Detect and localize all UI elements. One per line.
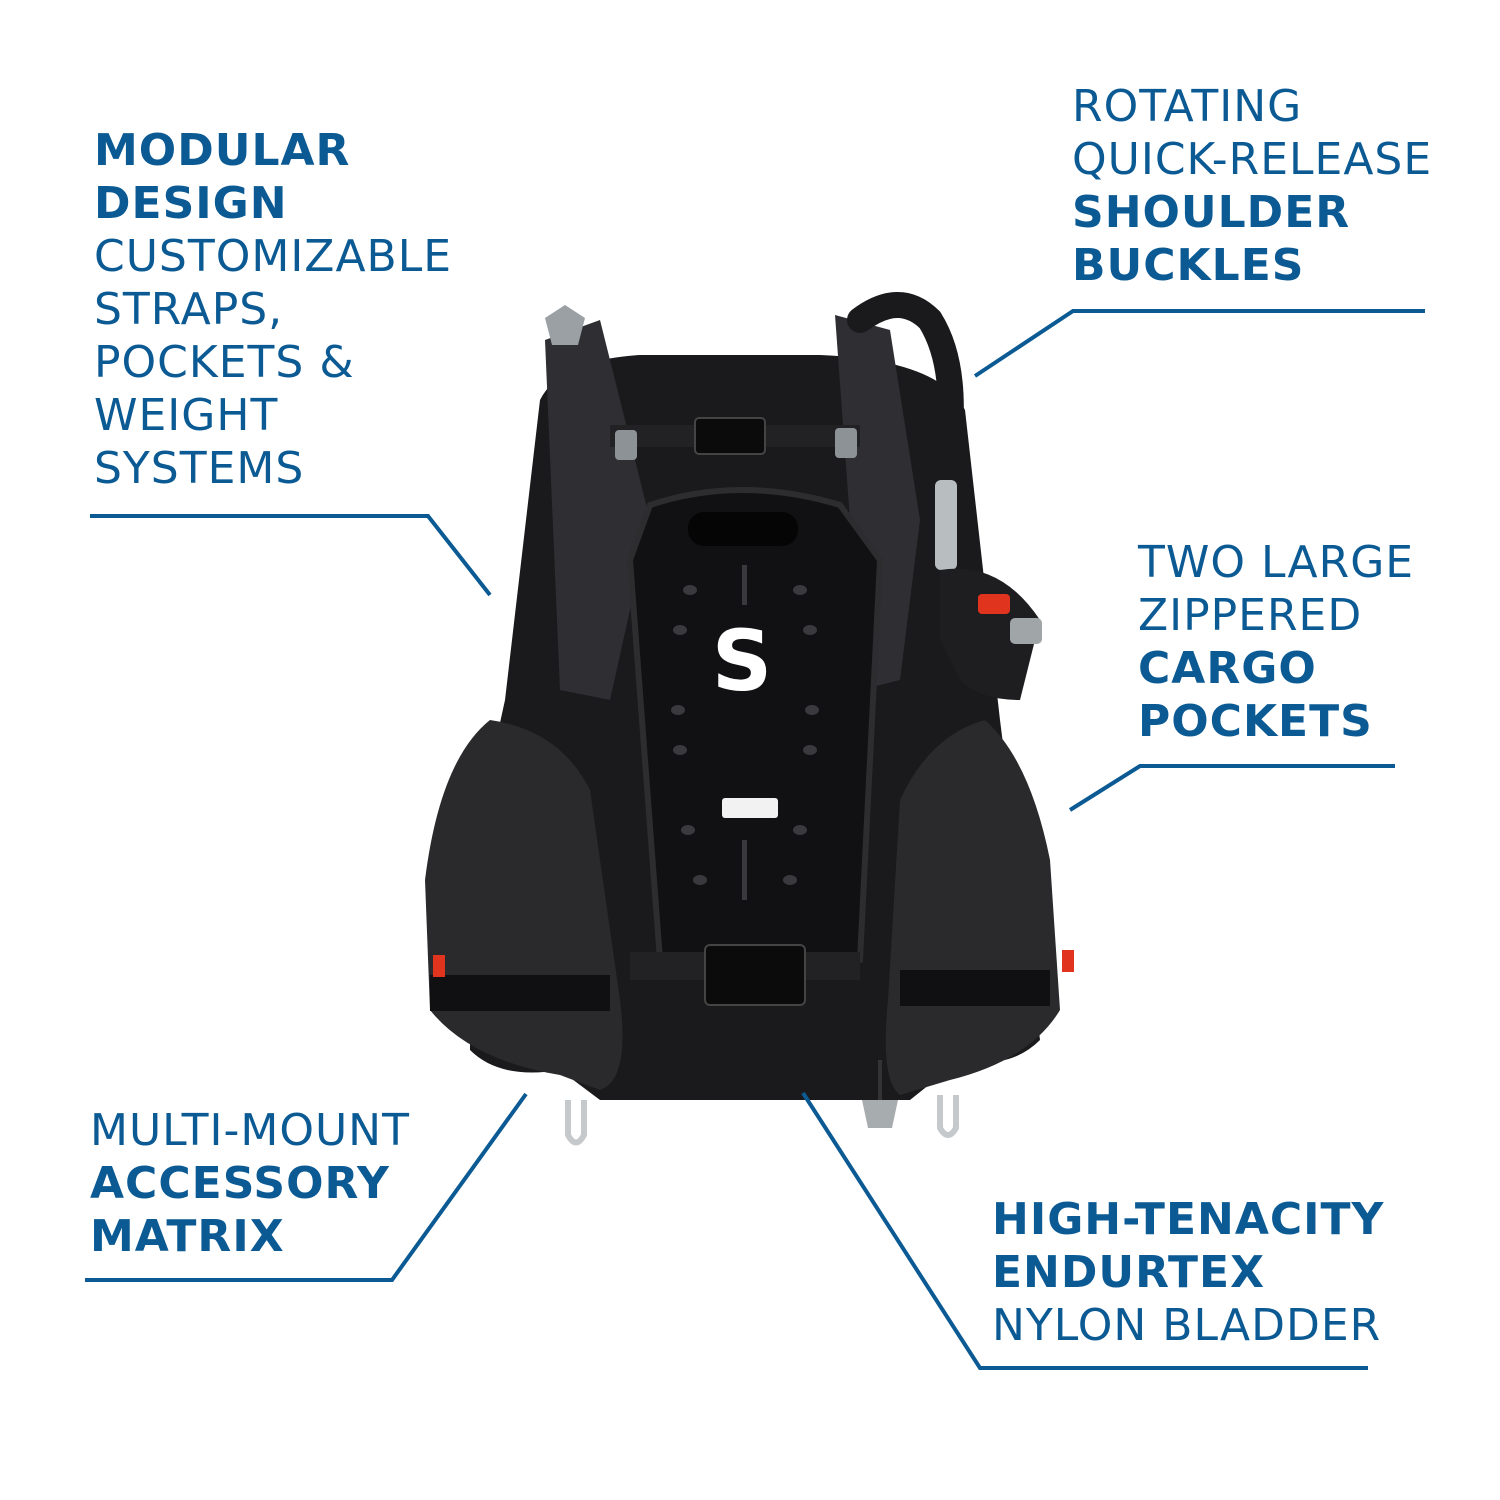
leader-matrix (85, 1092, 528, 1282)
brand-logo-s: S (712, 612, 773, 710)
left-red-tab (433, 955, 445, 977)
vest-body: S (425, 292, 1074, 1146)
leader-modular (90, 514, 492, 597)
backplate-vents (671, 565, 819, 900)
callout-line: TWO LARGE (1138, 537, 1415, 588)
callout-line: MODULAR (94, 125, 351, 176)
chest-buckle (694, 417, 766, 455)
left-side-strap (430, 975, 610, 1011)
inflator-gray-button (1010, 618, 1042, 644)
callout-modular-design: MODULAR DESIGN CUSTOMIZABLE STRAPS, POCK… (94, 124, 452, 495)
callout-line: WEIGHT (94, 390, 279, 441)
backplate-label (722, 798, 778, 818)
callout-cargo-pockets: TWO LARGE ZIPPERED CARGO POCKETS (1138, 536, 1414, 748)
callout-line: DESIGN (94, 178, 288, 229)
callout-line: MULTI-MOUNT (90, 1105, 410, 1156)
leader-rotating (973, 309, 1425, 378)
callout-line: HIGH-TENACITY (992, 1194, 1385, 1245)
callout-line: POCKETS & (94, 337, 355, 388)
inflator-hose (847, 292, 964, 493)
right-strap-clip (835, 428, 857, 458)
callout-line: ZIPPERED (1138, 590, 1363, 641)
inflator-red-button (978, 594, 1010, 614)
callout-line: SYSTEMS (94, 443, 305, 494)
callout-line: ENDURTEX (992, 1247, 1266, 1298)
left-shoulder-strap (545, 320, 650, 700)
callout-line: NYLON BLADDER (992, 1300, 1382, 1351)
callout-line: STRAPS, (94, 284, 284, 335)
right-bottom-dring (937, 1095, 959, 1138)
backplate-handle (688, 512, 798, 546)
callout-line: MATRIX (90, 1211, 285, 1262)
callout-accessory-matrix: MULTI-MOUNT ACCESSORY MATRIX (90, 1104, 410, 1263)
callout-nylon-bladder: HIGH-TENACITY ENDURTEX NYLON BLADDER (992, 1193, 1384, 1352)
leader-bladder (801, 1091, 1368, 1370)
callout-line: ACCESSORY (90, 1158, 390, 1209)
dump-valve-knob (862, 1100, 898, 1128)
left-bottom-dring (565, 1100, 587, 1146)
inflator-metal-fitting (935, 480, 957, 570)
waist-buckle (704, 944, 806, 1006)
right-red-tab (1062, 950, 1074, 972)
callout-line: BUCKLES (1072, 240, 1305, 291)
callout-shoulder-buckles: ROTATING QUICK-RELEASE SHOULDER BUCKLES (1072, 80, 1432, 292)
leader-cargo (1068, 764, 1395, 812)
callout-line: QUICK-RELEASE (1072, 134, 1433, 185)
callout-line: ROTATING (1072, 81, 1303, 132)
right-side-strap (900, 970, 1050, 1006)
power-inflator (940, 568, 1040, 700)
callout-line: CUSTOMIZABLE (94, 231, 453, 282)
callout-line: SHOULDER (1072, 187, 1351, 238)
callout-line: CARGO (1138, 643, 1317, 694)
left-shoulder-buckle (545, 305, 585, 345)
left-strap-clip (615, 430, 637, 460)
callout-line: POCKETS (1138, 696, 1373, 747)
